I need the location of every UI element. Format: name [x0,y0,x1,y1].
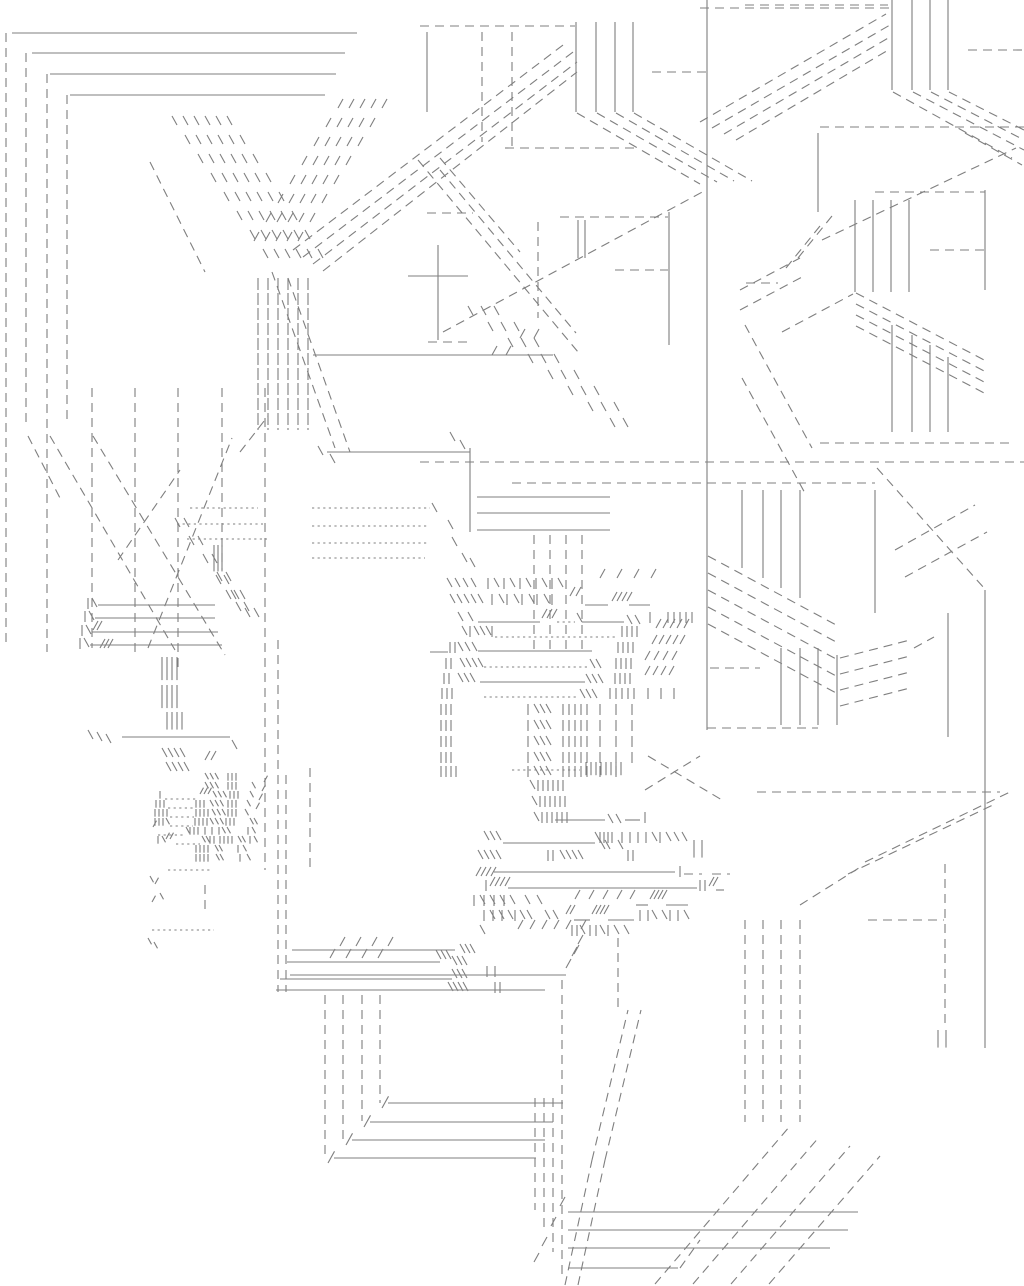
ascii-art-page [5,0,1024,1286]
ascii-art-svg [5,0,1024,1286]
